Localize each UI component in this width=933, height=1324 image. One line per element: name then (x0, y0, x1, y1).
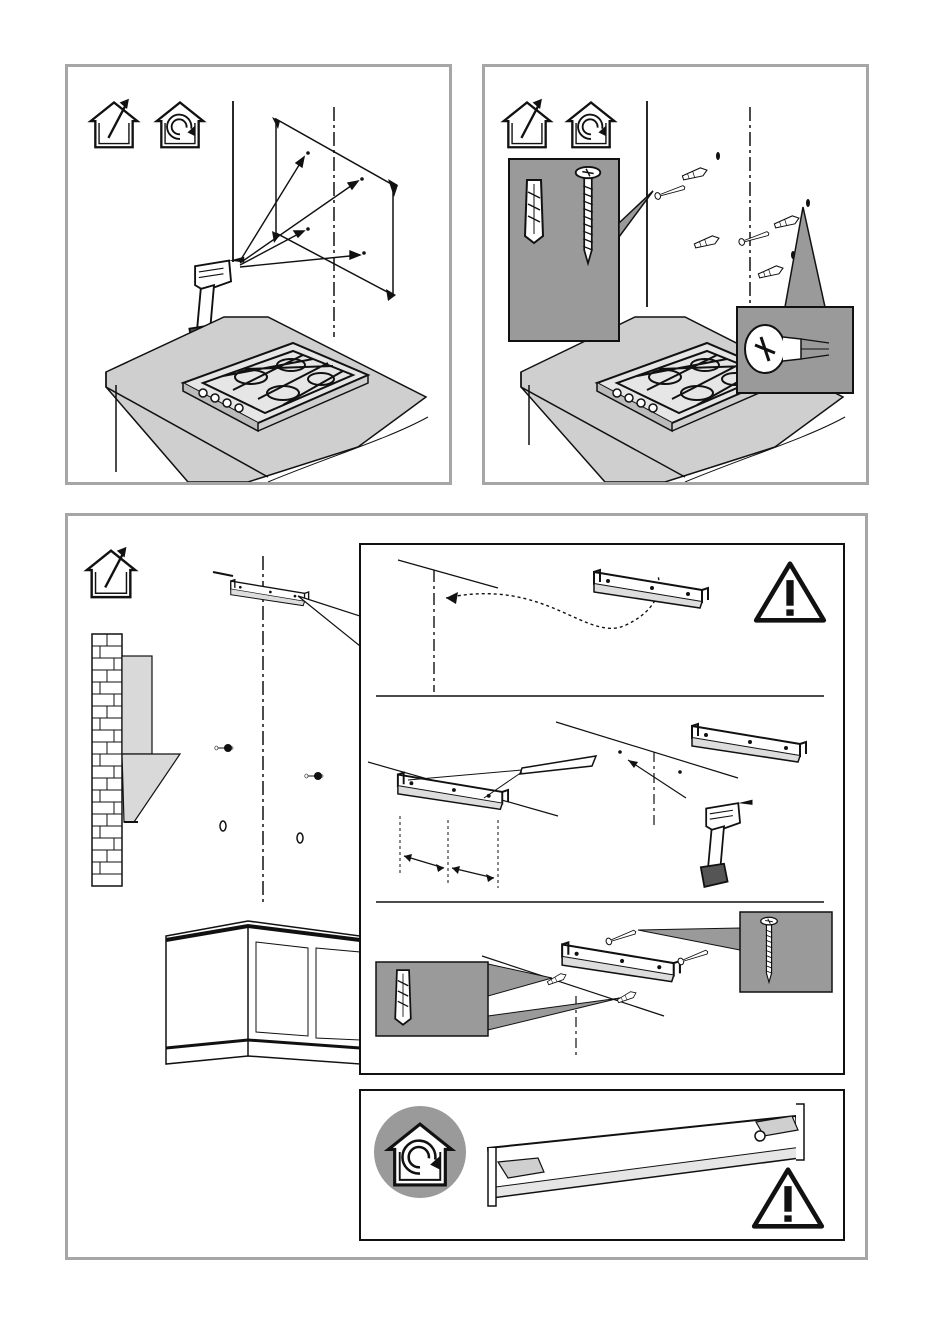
hood-side-view (122, 656, 180, 822)
exhaust-mode-icon (87, 547, 135, 597)
plug-screw-callout (509, 159, 653, 341)
step-mount-bracket-panel (65, 513, 868, 1260)
wall-fixing-points (215, 744, 323, 843)
recirculation-mode-icon (157, 102, 204, 147)
wall-bracket (231, 580, 309, 606)
exhaust-mode-icon (504, 99, 551, 148)
brick-wall (92, 634, 122, 886)
step-insert-plugs-screws-panel (482, 64, 869, 485)
wall-plug-icon (525, 180, 543, 243)
drilling-template (272, 117, 398, 301)
screw-head-detail-callout (737, 207, 853, 393)
recirculation-bracket-box (360, 1090, 844, 1240)
kitchen-cabinets (166, 921, 360, 1064)
bracket-detail-box (360, 544, 844, 1074)
recirculation-mode-icon (568, 102, 615, 147)
exhaust-mode-icon (91, 99, 138, 148)
step-drill-holes-panel (65, 64, 452, 485)
wall-plug-icon (395, 970, 411, 1025)
drill-direction-arrows (240, 157, 360, 267)
fixing-points (654, 152, 810, 280)
